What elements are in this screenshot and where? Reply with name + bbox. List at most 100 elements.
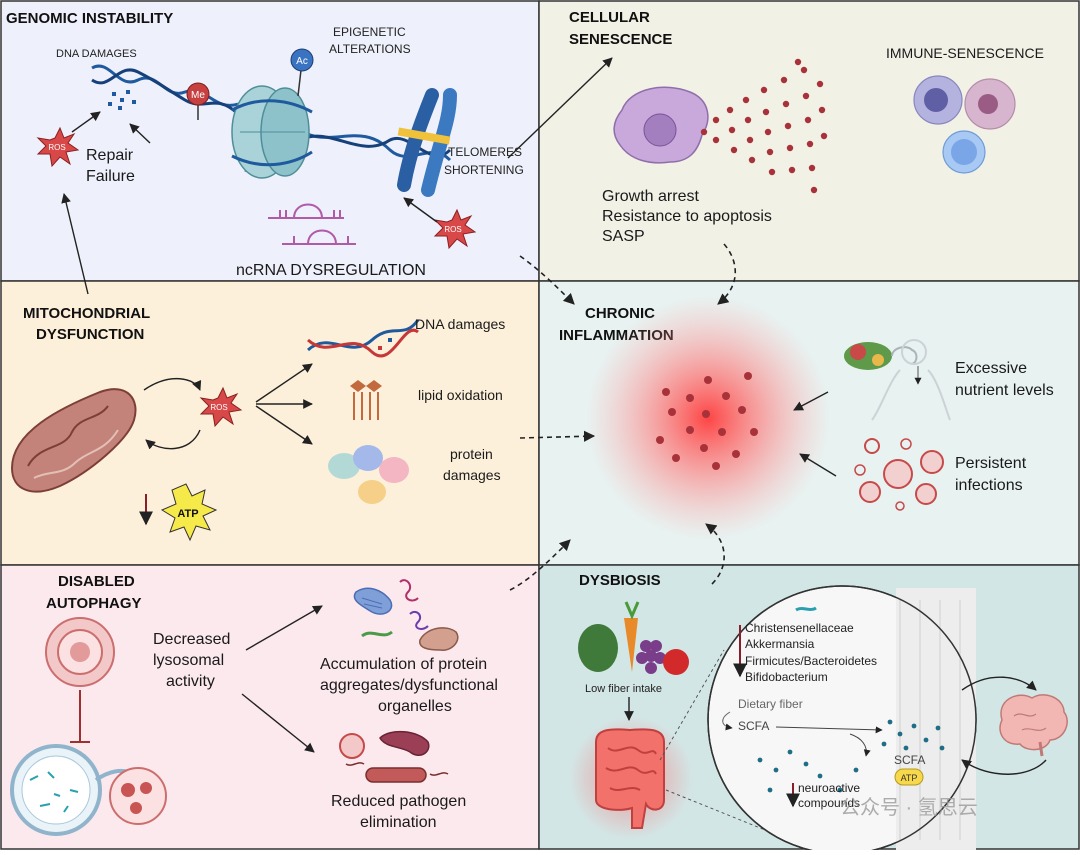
ros-burst-icon: ROS bbox=[36, 126, 80, 168]
inhibition-marker bbox=[70, 690, 90, 743]
scfa-dots-dot bbox=[837, 787, 843, 793]
neuroactive-label-1: neuroactive bbox=[798, 781, 860, 795]
sasp-dots-dot bbox=[744, 116, 752, 124]
inflammation-glow bbox=[586, 296, 830, 540]
senescent-cell-icon bbox=[613, 86, 709, 164]
ros-burst-icon-3: ROS bbox=[199, 386, 243, 428]
infections-label: infections bbox=[955, 477, 1023, 494]
sasp-particles bbox=[700, 58, 828, 194]
sasp-dots-dot bbox=[804, 116, 812, 124]
scfa-dots-dot bbox=[757, 757, 763, 763]
sasp-dots-dot bbox=[748, 156, 756, 164]
sasp-dots-dot bbox=[726, 106, 734, 114]
broken-dna-fragments-icon bbox=[108, 90, 136, 110]
virus-pathogens-icon bbox=[854, 438, 944, 511]
ros-burst-icon-2: ROS bbox=[433, 208, 477, 250]
accumulation-label-3: organelles bbox=[378, 698, 452, 715]
sasp-dots-dot bbox=[760, 86, 768, 94]
protein-label-1: protein bbox=[450, 446, 493, 462]
intestinal-wall bbox=[896, 588, 976, 852]
inflammation-title-1: CHRONIC bbox=[585, 305, 655, 322]
damaged-dna-icon bbox=[306, 319, 420, 358]
scfa-label-2: SCFA bbox=[894, 753, 925, 767]
inflam-dots-dot bbox=[672, 454, 680, 462]
scfa-dots-dot bbox=[939, 745, 945, 751]
sasp-dots-dot bbox=[746, 136, 754, 144]
scfa-particles bbox=[757, 719, 945, 793]
watermark-text: 公众号 · 氢思云 bbox=[840, 796, 978, 819]
sasp-dots-dot bbox=[780, 76, 788, 84]
ros-label-genomic-1: ROS bbox=[48, 143, 65, 152]
sasp-dots-dot bbox=[784, 122, 792, 130]
inflam-dots-dot bbox=[750, 428, 758, 436]
ros-label-genomic-2: ROS bbox=[444, 225, 461, 234]
intestine-icon bbox=[595, 728, 665, 829]
inflammation-particles bbox=[656, 372, 758, 470]
inflam-dots-dot bbox=[712, 462, 720, 470]
sasp-dots-dot bbox=[782, 100, 790, 108]
accumulation-label-2: aggregates/dysfunctional bbox=[320, 677, 498, 694]
methyl-label: Me bbox=[191, 90, 205, 101]
atp-badge-icon: ATP bbox=[894, 768, 924, 786]
accumulation-label-1: Accumulation of protein bbox=[320, 656, 487, 673]
scfa-dots-dot bbox=[767, 787, 773, 793]
lyso-label-2: lysosomal bbox=[153, 652, 224, 669]
excessive-label: Excessive bbox=[955, 360, 1027, 377]
scfa-dots-dot bbox=[787, 749, 793, 755]
akkermansia-label: Akkermansia bbox=[745, 637, 815, 651]
ncrna-icon bbox=[268, 203, 356, 245]
scfa-dots-dot bbox=[853, 767, 859, 773]
reduced-label-2: elimination bbox=[360, 814, 436, 831]
protein-aggregates-icon bbox=[328, 445, 409, 504]
growth-arrest-label: Growth arrest bbox=[602, 188, 699, 205]
dna-damages-label: DNA DAMAGES bbox=[56, 48, 137, 60]
sasp-dots-dot bbox=[788, 166, 796, 174]
sasp-label: SASP bbox=[602, 228, 645, 245]
telomeres-label-2: SHORTENING bbox=[444, 163, 524, 177]
sasp-dots-dot bbox=[700, 128, 708, 136]
protein-label-2: damages bbox=[443, 467, 501, 483]
senescence-title-1: CELLULAR bbox=[569, 9, 650, 26]
sasp-dots-dot bbox=[806, 140, 814, 148]
nucleosome-icon bbox=[231, 85, 313, 179]
autophagosome-icon bbox=[45, 617, 115, 687]
scfa-dots-dot bbox=[903, 745, 909, 751]
scfa-dots-dot bbox=[923, 737, 929, 743]
scfa-dots-dot bbox=[881, 741, 887, 747]
epigenetic-label-1: EPIGENETIC bbox=[333, 25, 406, 39]
scfa-dots-dot bbox=[887, 719, 893, 725]
inflam-dots-dot bbox=[700, 444, 708, 452]
persistent-label: Persistent bbox=[955, 455, 1027, 472]
immune-cells-icon bbox=[913, 75, 1016, 174]
inflam-dots-dot bbox=[732, 450, 740, 458]
sasp-dots-dot bbox=[800, 66, 808, 74]
sasp-dots-dot bbox=[816, 80, 824, 88]
scfa-dots-dot bbox=[803, 761, 809, 767]
mito-title-2: DYSFUNCTION bbox=[36, 326, 144, 343]
inflam-dots-dot bbox=[686, 426, 694, 434]
pathogens-icon bbox=[339, 730, 449, 783]
atp-label-mito: ATP bbox=[177, 508, 198, 520]
repair-label-2: Failure bbox=[86, 168, 135, 185]
immune-senescence-label: IMMUNE-SENESCENCE bbox=[886, 45, 1044, 61]
sasp-dots-dot bbox=[818, 106, 826, 114]
inflam-dots-dot bbox=[662, 388, 670, 396]
mito-dna-damages-label: DNA damages bbox=[415, 316, 505, 332]
chromosome-icon bbox=[397, 88, 457, 197]
inflam-dots-dot bbox=[702, 410, 710, 418]
sasp-dots-dot bbox=[810, 186, 818, 194]
acetyl-label: Ac bbox=[296, 56, 308, 67]
sasp-dots-dot bbox=[820, 132, 828, 140]
scfa-dots-dot bbox=[773, 767, 779, 773]
inflam-dots-dot bbox=[704, 376, 712, 384]
acetyl-mark-icon: Ac bbox=[290, 48, 314, 97]
sasp-dots-dot bbox=[808, 164, 816, 172]
scfa-dots-dot bbox=[911, 723, 917, 729]
sasp-dots-dot bbox=[802, 92, 810, 100]
telomeres-label-1: TELOMERES bbox=[448, 145, 522, 159]
dietary-fiber-label: Dietary fiber bbox=[738, 697, 803, 711]
sasp-dots-dot bbox=[766, 148, 774, 156]
sasp-dots-dot bbox=[786, 144, 794, 152]
inflam-dots-dot bbox=[722, 392, 730, 400]
